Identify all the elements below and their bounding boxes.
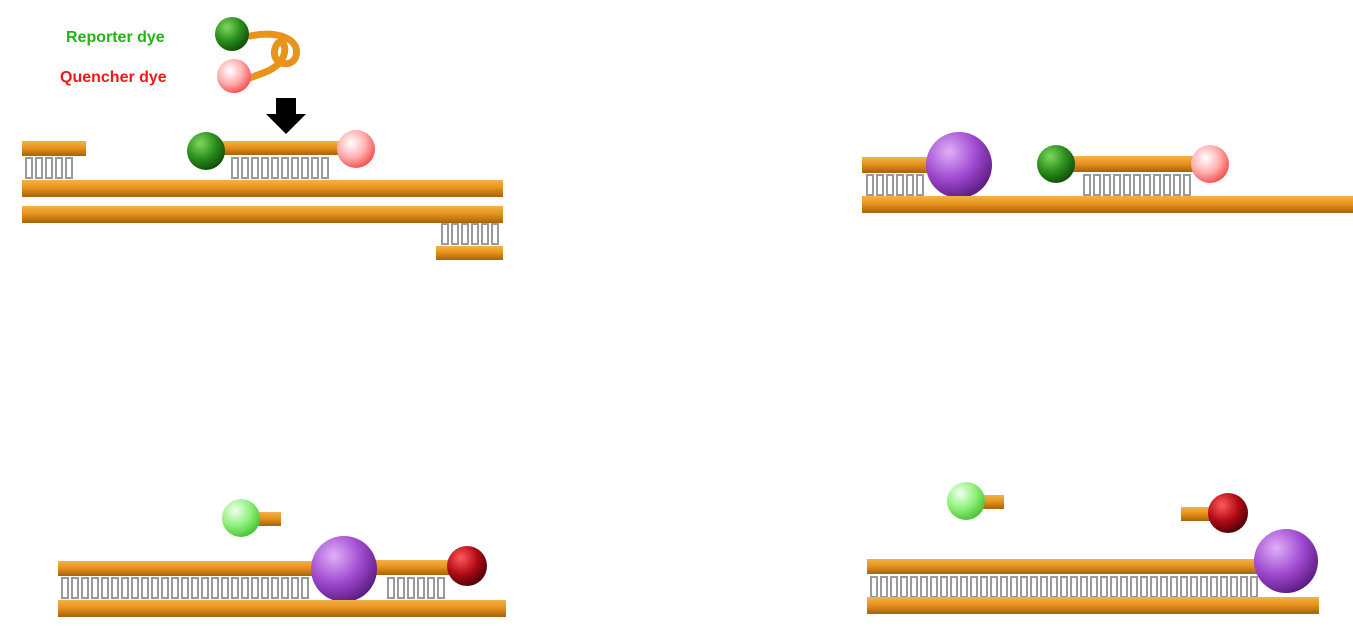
template-strand: [862, 196, 1353, 213]
polymerase: [926, 132, 992, 198]
probe-basepairs: [1084, 175, 1190, 195]
panel-4: [867, 482, 1319, 614]
template-strand-top: [22, 180, 503, 197]
full-basepairs: [871, 577, 1257, 597]
template-strand-bottom: [22, 206, 503, 223]
extending-strand: [58, 561, 343, 576]
extending-basepairs: [867, 175, 923, 195]
reverse-primer-strand: [436, 246, 503, 260]
reporter-dye-label: Reporter dye: [66, 29, 165, 46]
polymerase: [1254, 529, 1318, 593]
legend-reporter-dye: [215, 17, 249, 51]
primer-strand: [22, 141, 86, 156]
probe-quencher-dye: [1191, 145, 1229, 183]
free-probe-loop: [250, 34, 297, 78]
released-reporter-dye: [947, 482, 985, 520]
quencher-dye-label: Quencher dye: [60, 69, 167, 86]
probe-reporter-dye: [1037, 145, 1075, 183]
legend-quencher-dye: [217, 59, 251, 93]
new-strand: [867, 559, 1287, 574]
panel-1: Reporter dye Quencher dye: [22, 17, 503, 260]
annealing-arrow-icon: [266, 98, 306, 134]
probe-quencher-dye: [337, 130, 375, 168]
probe-quencher-dye: [447, 546, 487, 586]
template-strand: [58, 600, 506, 617]
reverse-primer-basepairs: [442, 224, 498, 244]
released-reporter-dye: [222, 499, 260, 537]
panel-3: [58, 499, 506, 617]
extending-basepairs: [62, 578, 308, 598]
released-quencher-dye: [1208, 493, 1248, 533]
probe-basepairs: [388, 578, 444, 598]
panel-2: [862, 132, 1353, 213]
primer-basepairs: [26, 158, 72, 178]
polymerase: [311, 536, 377, 602]
extending-strand: [862, 157, 932, 173]
probe-reporter-dye: [187, 132, 225, 170]
probe-strand: [212, 141, 347, 155]
probe-basepairs: [232, 158, 328, 178]
probe-strand: [1062, 156, 1202, 172]
template-strand: [867, 597, 1319, 614]
